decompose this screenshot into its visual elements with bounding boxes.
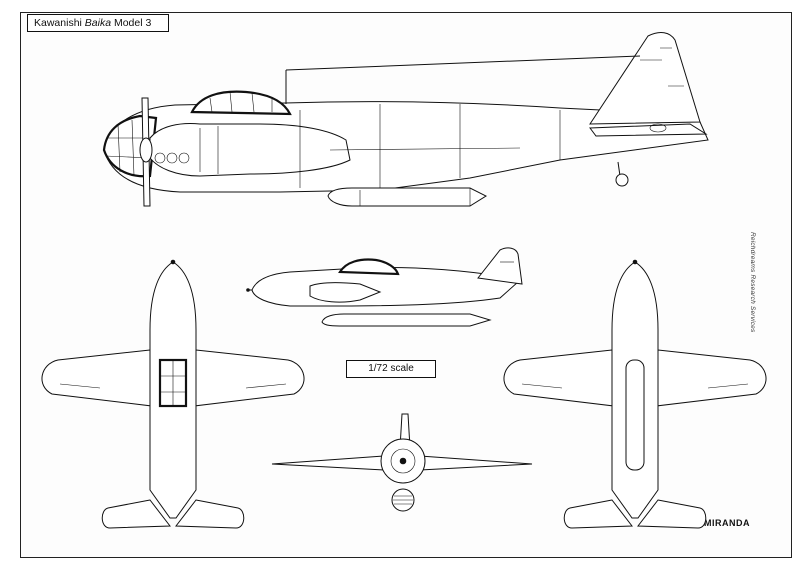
bottom-view xyxy=(503,259,767,529)
top-view xyxy=(41,259,305,529)
side-view-small xyxy=(246,247,523,327)
title-suffix: Model 3 xyxy=(111,17,152,29)
front-view xyxy=(271,413,533,512)
title-prefix: Kawanishi xyxy=(34,17,85,29)
credit-text: Reichdreams Research Services xyxy=(749,232,756,333)
title-italic: Baika xyxy=(84,17,112,29)
title-label: Kawanishi Baika Model 3 xyxy=(27,14,169,32)
scale-label: 1/72 scale xyxy=(346,360,436,378)
artist-signature: MIRANDA xyxy=(704,518,750,528)
side-view-large xyxy=(102,32,709,207)
